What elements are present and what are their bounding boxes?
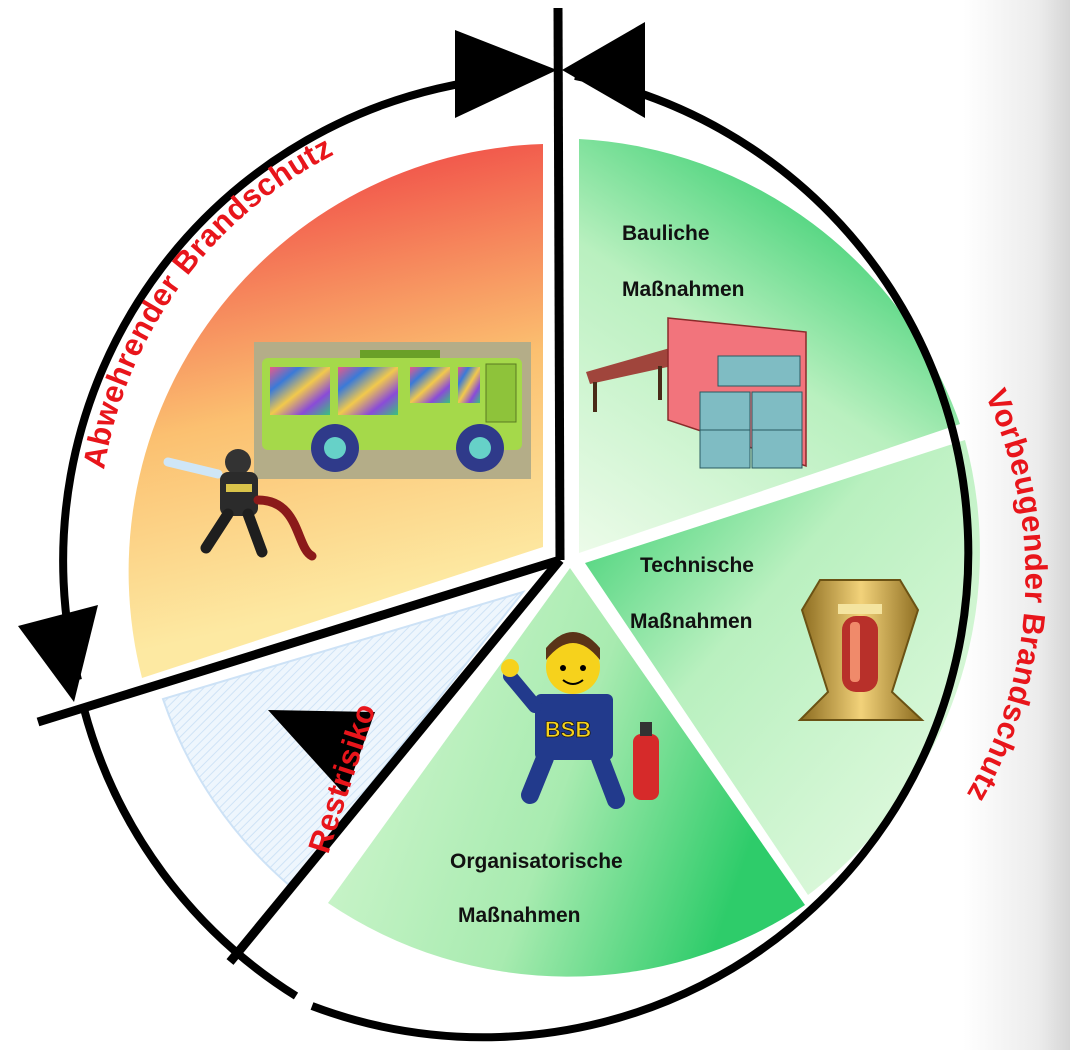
bauliche-label-line1: Bauliche bbox=[622, 222, 710, 245]
organisatorische-label-line1: Organisatorische bbox=[450, 850, 623, 873]
organisatorische-label-line2: Maßnahmen bbox=[458, 904, 581, 927]
building-storage-icon bbox=[586, 317, 807, 469]
technische-label-line2: Maßnahmen bbox=[630, 610, 753, 633]
fire-truck-icon bbox=[254, 342, 531, 479]
fire-safety-officer-icon: BSB bbox=[501, 632, 659, 809]
segment-organisatorische bbox=[328, 568, 805, 977]
outer-ring bbox=[59, 72, 973, 1042]
divider-bottom bbox=[226, 557, 564, 965]
bauliche-label-line2: Maßnahmen bbox=[622, 278, 745, 301]
divider-left bbox=[36, 555, 562, 727]
arrowhead-top-right bbox=[562, 22, 645, 118]
arrowhead-bottom bbox=[268, 710, 375, 795]
arrowhead-top-left bbox=[455, 30, 557, 118]
sprinkler-icon bbox=[797, 579, 925, 721]
divider-top bbox=[553, 7, 565, 561]
technische-label-line1: Technische bbox=[640, 554, 754, 577]
firefighter-icon bbox=[163, 449, 317, 561]
arrowhead-left bbox=[18, 605, 98, 702]
segment-technische bbox=[585, 440, 980, 895]
bsb-badge: BSB bbox=[545, 717, 591, 742]
